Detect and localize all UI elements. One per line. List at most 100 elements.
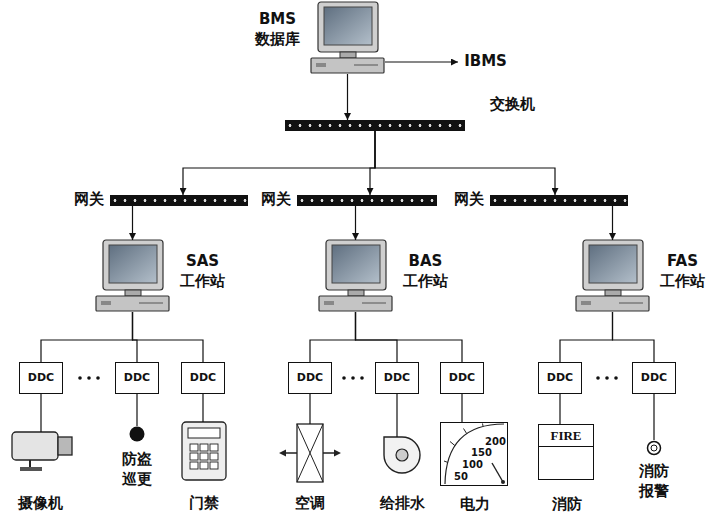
airflow-arrow	[279, 450, 341, 457]
box-text: DDC	[124, 371, 150, 384]
workstation-node: FAS 工作站	[575, 240, 650, 312]
box-text: DDC	[449, 371, 475, 384]
system-name: IBMS	[458, 48, 513, 76]
dial-number: 50	[454, 472, 468, 482]
node-label: BMS 数据库	[255, 10, 300, 49]
access-node: 门禁	[182, 422, 226, 480]
fire-panel: FIRE消防	[538, 424, 594, 480]
connector	[40, 394, 41, 432]
key	[210, 453, 218, 460]
camera-node: 摄像机	[12, 432, 74, 472]
node-label: 消防 报警	[639, 462, 669, 501]
connector	[560, 312, 613, 362]
controller-box: DDC	[632, 362, 676, 394]
connector	[613, 312, 655, 362]
computer-icon	[319, 240, 392, 311]
node-label: 网关	[261, 190, 291, 210]
gateway-bar: 网关	[490, 195, 628, 206]
controller-box: DDC	[288, 362, 332, 394]
air-conditioner-icon	[279, 424, 341, 482]
key	[190, 453, 198, 460]
hvac-node: 空调	[297, 424, 323, 482]
pump-node: 给排水	[384, 437, 420, 473]
controller-box: DDC	[538, 362, 582, 394]
controller-box: DDC	[375, 362, 419, 394]
connector	[396, 394, 397, 437]
dial-number: 150	[471, 448, 492, 458]
camera-lens	[58, 437, 72, 455]
connector	[41, 312, 133, 362]
alarm-bell: 消防 报警	[646, 440, 662, 456]
switch-bar: 交换机	[285, 120, 465, 131]
key	[210, 462, 218, 469]
camera-icon	[12, 432, 72, 471]
dot	[96, 376, 100, 380]
dot	[342, 376, 346, 380]
key	[200, 453, 208, 460]
key	[200, 462, 208, 469]
gateway-bar: 网关	[110, 195, 248, 206]
ac-cross	[297, 424, 323, 482]
node-label: 网关	[74, 190, 104, 210]
connector	[183, 131, 375, 195]
connector	[355, 206, 356, 240]
box-text: DDC	[190, 371, 216, 384]
pump-volute	[384, 437, 420, 473]
workstation-node: BAS 工作站	[318, 240, 393, 312]
dial-needle	[492, 463, 503, 482]
connector	[133, 312, 204, 362]
node-label: SAS 工作站	[180, 252, 225, 291]
connector	[356, 312, 398, 362]
node-label: 门禁	[189, 494, 219, 514]
box-text: DDC	[28, 371, 54, 384]
computer-icon	[576, 240, 649, 311]
node-label: 电力	[460, 495, 490, 515]
node-label: 防盗 巡更	[122, 450, 152, 489]
computer-node: BMS 数据库	[310, 2, 385, 74]
key	[200, 444, 208, 451]
ring-shape	[648, 442, 661, 455]
keypad-case	[182, 422, 226, 480]
node-label: 给排水	[380, 494, 425, 514]
connector	[310, 312, 356, 362]
box-text: DDC	[297, 371, 323, 384]
needle-pivot	[501, 480, 505, 484]
gateway-bar: 网关	[297, 195, 437, 206]
box-text: FIRE	[539, 425, 593, 447]
connector	[612, 206, 613, 240]
box-text: IBMS	[464, 52, 507, 72]
node-label: 交换机	[490, 95, 535, 115]
connector	[133, 312, 138, 362]
node-label: 摄像机	[18, 494, 63, 514]
connector	[347, 74, 348, 120]
connector	[461, 394, 462, 422]
box-text: DDC	[384, 371, 410, 384]
dot	[351, 376, 355, 380]
dot	[596, 376, 600, 380]
dot	[360, 376, 364, 380]
dial-number: 200	[485, 437, 506, 447]
ring-core	[651, 445, 657, 451]
ac-unit	[297, 424, 323, 482]
connector	[132, 206, 133, 240]
patrol-dot	[129, 426, 145, 442]
computer-icon	[96, 240, 169, 311]
box-text: DDC	[547, 371, 573, 384]
access-keypad-icon	[182, 422, 226, 480]
connector	[202, 394, 203, 422]
controller-box: DDC	[19, 362, 63, 394]
connector	[375, 131, 555, 195]
connector	[356, 312, 463, 362]
workstation-node: SAS 工作站	[95, 240, 170, 312]
keypad-display	[188, 428, 220, 438]
pump-impeller	[396, 449, 408, 461]
controller-box: DDC	[181, 362, 225, 394]
node-label: 网关	[454, 190, 484, 210]
connector	[385, 61, 458, 62]
pump-icon	[384, 437, 420, 473]
camera-mount	[20, 467, 42, 471]
